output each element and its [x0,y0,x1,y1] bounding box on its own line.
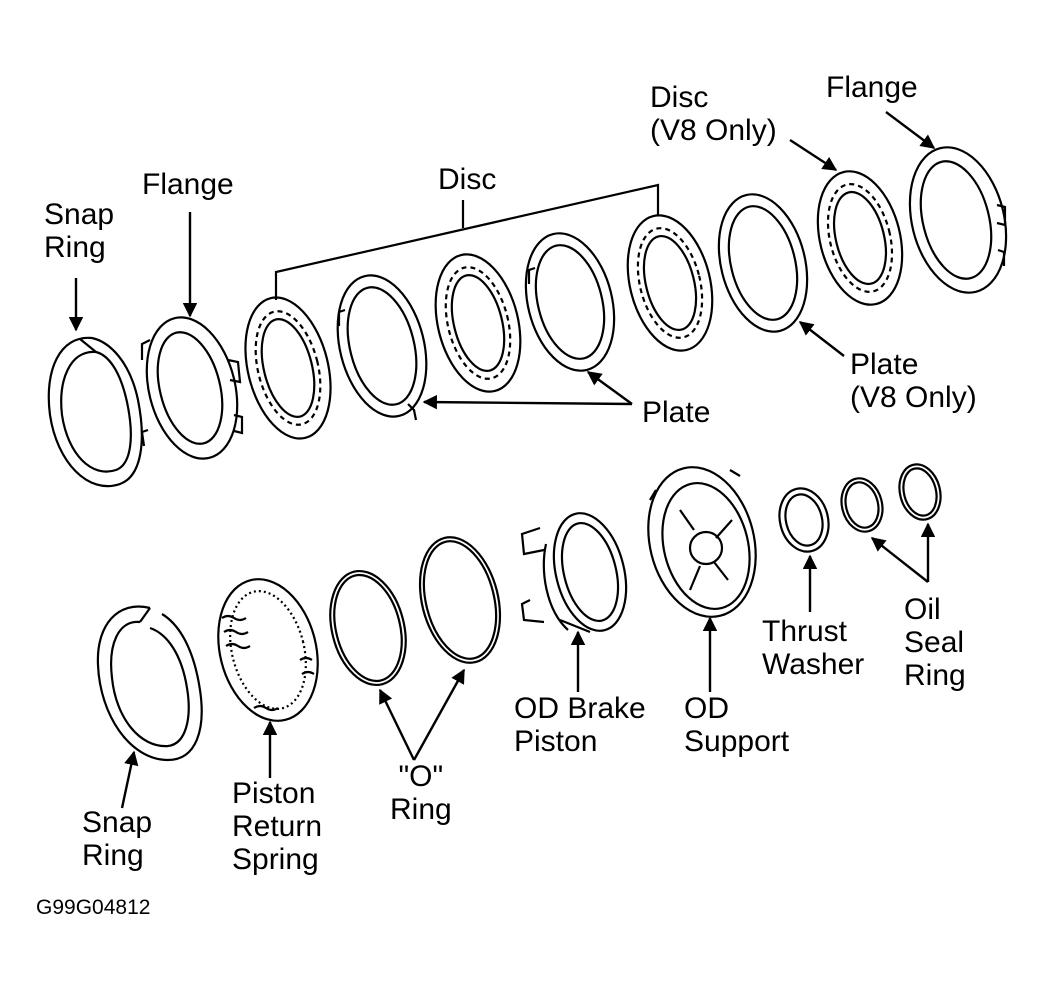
arrow-plate-b [586,371,633,405]
arrow-snap-ring-bottom [120,750,139,809]
arrow-plate-a [422,394,633,410]
label-snap-ring-bottom: Snap Ring [82,806,153,872]
oil-seal-ring-2-part [898,463,942,521]
label-o-ring: "O" Ring [390,760,452,826]
piston-return-spring-part [217,578,319,722]
label-piston-return-spring: Piston Return Spring [232,777,323,876]
label-flange-left: Flange [142,168,234,201]
od-brake-piston-part [520,512,628,634]
label-flange-right: Flange [826,71,918,104]
label-plate: Plate [642,396,711,429]
label-plate-v8: Plate (V8 Only) [850,348,977,414]
flange-right-part [908,146,1008,294]
plate-v8-part [717,193,809,333]
label-od-brake-piston: OD Brake Piston [514,692,646,758]
disc-2-part [434,253,522,393]
label-oil-seal-ring: Oil Seal Ring [904,593,966,692]
label-od-support: OD Support [684,692,790,758]
od-support-part [647,466,757,618]
disc-bracket [274,183,660,300]
label-disc: Disc [438,163,497,196]
disc-v8-part [816,170,904,306]
plate-1-part [336,274,428,421]
arrow-plate-v8 [798,321,845,357]
arrow-o-ring-a [378,688,416,761]
label-snap-ring-top: Snap Ring [44,198,115,264]
plate-2-part [524,232,616,372]
snap-ring-bottom-part [96,605,203,762]
arrow-oil-seal-a [870,537,929,583]
arrow-o-ring-b [412,668,466,761]
flange-left-part [140,316,244,460]
snap-ring-top-part [47,336,143,488]
o-ring-large-part [418,536,502,664]
arrow-flange-right [885,111,936,149]
thrust-washer-part [778,487,830,553]
disc-3-part [626,214,714,352]
o-ring-small-part [329,569,407,687]
label-thrust-washer: Thrust Washer [762,615,865,681]
arrow-disc-v8 [789,138,838,172]
oil-seal-ring-1-part [840,477,884,533]
label-disc-v8: Disc (V8 Only) [650,81,777,147]
reference-code: G99G04812 [36,896,151,919]
disc-1-part [244,296,332,440]
